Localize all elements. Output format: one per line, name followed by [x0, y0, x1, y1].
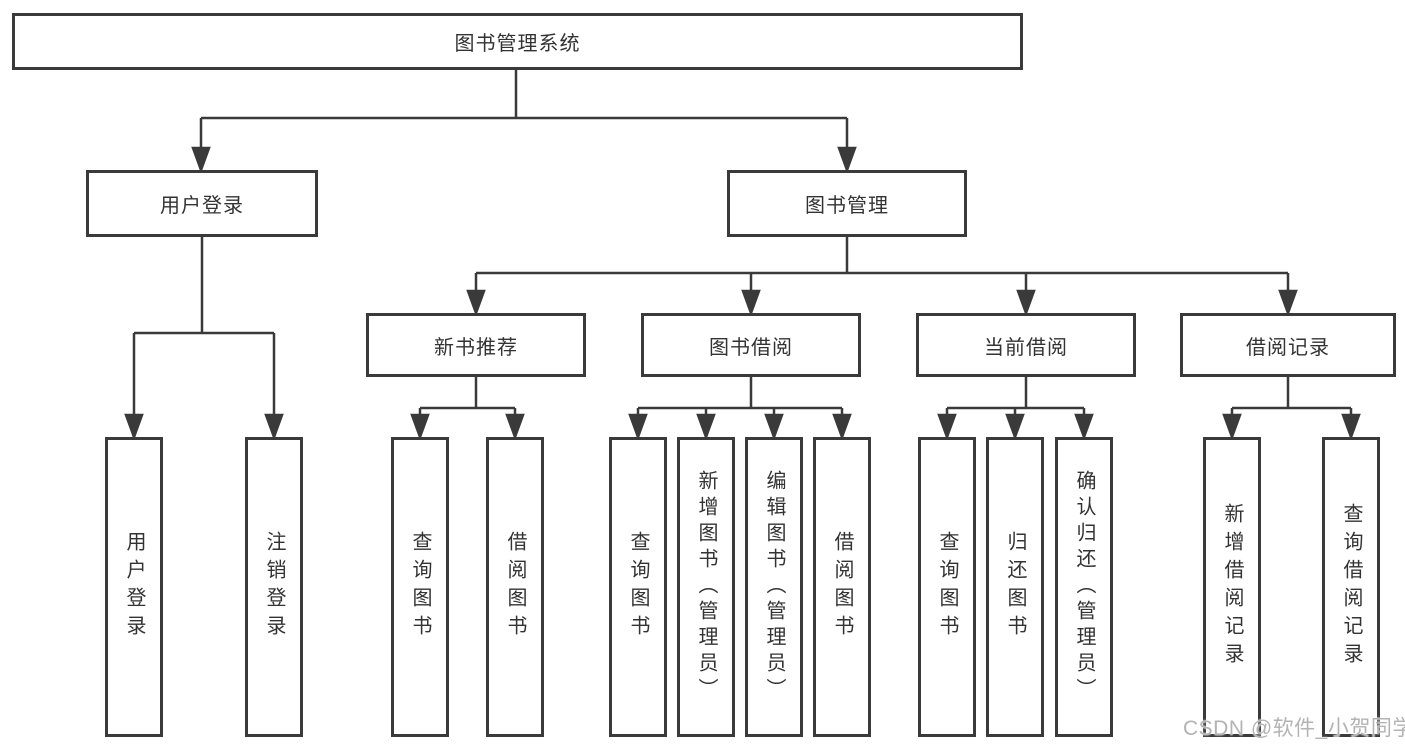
edge-user-login-to-leaves — [124, 237, 284, 441]
node-label: 借阅图书 — [504, 531, 526, 643]
leaf-add-borrow-record: 新增借阅记录 — [1203, 437, 1261, 737]
node-label: 用户登录 — [160, 195, 244, 217]
node-label: 新增借阅记录 — [1221, 503, 1243, 671]
node-book-management: 图书管理 — [727, 170, 967, 237]
arrowhead-icon — [1278, 289, 1298, 317]
node-label: 借阅记录 — [1246, 336, 1330, 359]
leaf-return-books: 归还图书 — [986, 437, 1044, 737]
arrowhead-icon — [466, 289, 486, 317]
edge-current-borrow-to-leaves — [937, 377, 1094, 441]
node-label: 借阅图书 — [831, 531, 853, 643]
node-label: 用户登录 — [123, 531, 145, 643]
node-label: 查询借阅记录 — [1340, 503, 1362, 671]
leaf-edit-books-admin: 编辑图书（管理员） — [745, 437, 803, 737]
node-label: 新增图书（管理员） — [695, 470, 717, 704]
leaf-query-books-current: 查询图书 — [918, 437, 976, 737]
node-label: 注销登录 — [263, 531, 285, 643]
node-user-login: 用户登录 — [86, 170, 318, 237]
leaf-query-books-recommend: 查询图书 — [391, 437, 449, 737]
arrowhead-icon — [1341, 413, 1361, 441]
arrowhead-icon — [696, 413, 716, 441]
node-label: 查询图书 — [627, 531, 649, 643]
leaf-borrow-books-recommend: 借阅图书 — [486, 437, 544, 737]
arrowhead-icon — [832, 413, 852, 441]
node-new-book-recommend: 新书推荐 — [366, 313, 586, 377]
arrowhead-icon — [937, 413, 957, 441]
arrowhead-icon — [628, 413, 648, 441]
arrowhead-icon — [1016, 289, 1036, 317]
edge-borrow-records-to-leaves — [1222, 377, 1361, 441]
leaf-query-borrow-record: 查询借阅记录 — [1322, 437, 1380, 737]
arrowhead-icon — [1005, 413, 1025, 441]
node-label: 当前借阅 — [984, 336, 1068, 359]
leaf-confirm-return-admin: 确认归还（管理员） — [1055, 437, 1113, 737]
arrowhead-icon — [764, 413, 784, 441]
leaf-logout: 注销登录 — [245, 437, 303, 737]
node-root-system: 图书管理系统 — [12, 13, 1023, 70]
node-label: 编辑图书（管理员） — [763, 470, 785, 704]
node-label: 图书借阅 — [709, 336, 793, 359]
edge-new-books-to-leaves — [410, 377, 525, 441]
arrowhead-icon — [1074, 413, 1094, 441]
node-label: 查询图书 — [936, 531, 958, 643]
edge-book-borrow-to-leaves — [628, 377, 852, 441]
arrowhead-icon — [837, 146, 857, 174]
arrowhead-icon — [124, 413, 144, 441]
leaf-add-books-admin: 新增图书（管理员） — [677, 437, 735, 737]
edge-book-mgmt-to-level2 — [466, 237, 1298, 317]
leaf-query-books-borrowing: 查询图书 — [609, 437, 667, 737]
arrowhead-icon — [741, 289, 761, 317]
node-book-borrowing: 图书借阅 — [641, 313, 861, 377]
node-label: 查询图书 — [409, 531, 431, 643]
arrowhead-icon — [410, 413, 430, 441]
arrowhead-icon — [191, 146, 211, 174]
arrowhead-icon — [264, 413, 284, 441]
leaf-borrow-books-borrowing: 借阅图书 — [813, 437, 871, 737]
leaf-user-login: 用户登录 — [105, 437, 163, 737]
node-label: 确认归还（管理员） — [1073, 470, 1095, 704]
node-label: 归还图书 — [1004, 531, 1026, 643]
arrowhead-icon — [1222, 413, 1242, 441]
node-current-borrowing: 当前借阅 — [916, 313, 1136, 377]
edge-root-to-level1 — [191, 69, 857, 174]
node-label: 新书推荐 — [434, 336, 518, 359]
csdn-watermark: CSDN @软件_小贺同学 — [1183, 717, 1405, 740]
node-label: 图书管理 — [805, 195, 889, 217]
node-label: 图书管理系统 — [454, 33, 581, 55]
arrowhead-icon — [505, 413, 525, 441]
node-borrowing-records: 借阅记录 — [1180, 313, 1396, 377]
